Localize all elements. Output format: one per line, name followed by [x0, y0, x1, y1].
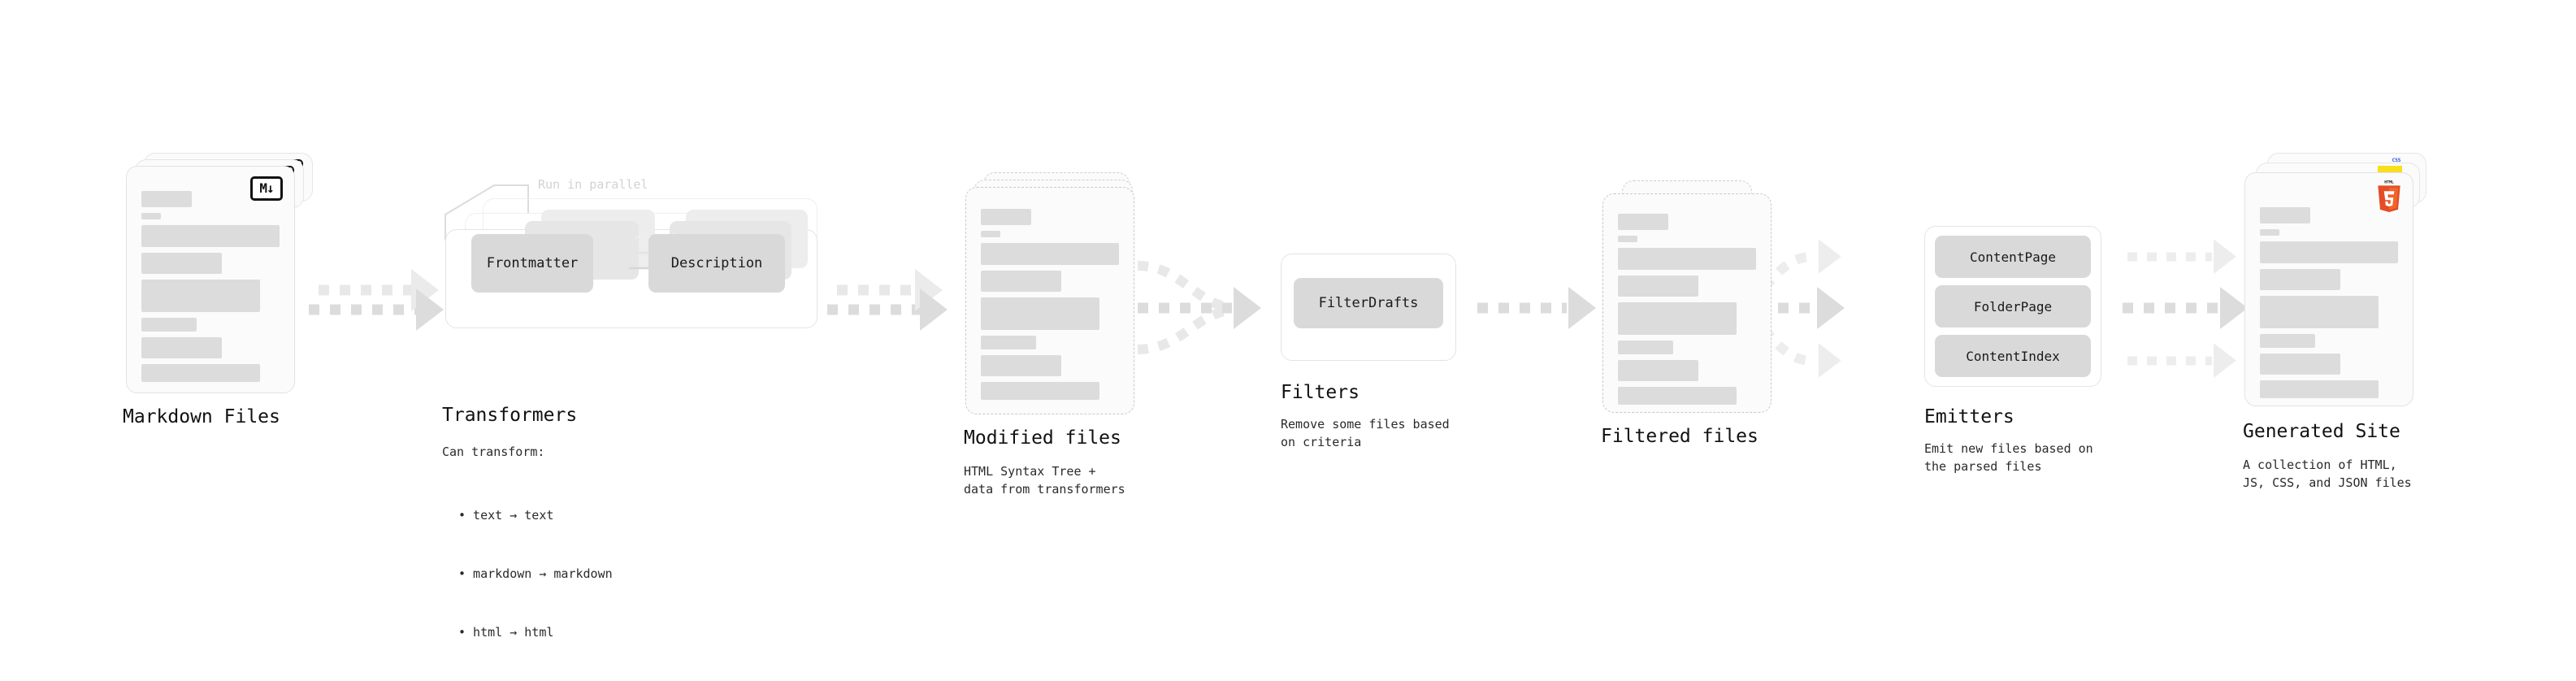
arrow-markdown-to-transformers — [309, 269, 444, 331]
stage-subtitle-emitters: Emit new files based on the parsed files — [1924, 441, 2093, 474]
skeleton-bar — [141, 213, 161, 219]
site-skeleton — [2260, 207, 2398, 404]
stage-title-markdown-files: Markdown Files — [123, 406, 280, 427]
transform-bullet-item: • text → text — [458, 508, 554, 523]
skeleton-bar — [1618, 387, 1737, 405]
skeleton-bar — [981, 243, 1119, 265]
modified-skeleton — [981, 209, 1119, 406]
arrow-emitters-to-site — [2123, 239, 2248, 378]
stage-title-modified-files: Modified files — [964, 427, 1121, 449]
skeleton-bar — [1618, 248, 1756, 270]
stage-title-generated-site: Generated Site — [2243, 421, 2400, 442]
stage-title-filters: Filters — [1281, 382, 1360, 403]
svg-text:HTML: HTML — [2384, 180, 2394, 185]
skeleton-bar — [981, 382, 1100, 400]
skeleton-bar — [2260, 269, 2340, 290]
run-in-parallel-annotation: Run in parallel — [538, 177, 648, 192]
skeleton-bar — [1618, 340, 1673, 354]
skeleton-bar — [141, 337, 222, 358]
skeleton-bar — [981, 297, 1100, 330]
skeleton-bar — [2260, 296, 2379, 328]
stage-title-transformers: Transformers — [442, 405, 578, 426]
skeleton-bar — [981, 231, 1000, 237]
css-badge-label: CSS — [2392, 158, 2401, 163]
markdown-badge-icon: M↓ — [250, 176, 283, 201]
stage-subtitle-modified-files: HTML Syntax Tree + data from transformer… — [964, 464, 1125, 497]
stage-filtered-files: Filtered files — [1601, 180, 1772, 447]
arrow-filters-to-filtered — [1477, 287, 1596, 329]
skeleton-bar — [2260, 380, 2379, 398]
skeleton-bar — [2260, 207, 2310, 223]
skeleton-bar — [141, 191, 192, 207]
skeleton-bar — [1618, 214, 1668, 230]
skeleton-bar — [141, 253, 222, 274]
stage-markdown-files: M↓ M↓ M↓ Markdown Files — [123, 153, 313, 427]
skeleton-bar — [141, 225, 280, 247]
stage-generated-site: CSS HTML Generated Site — [2243, 153, 2426, 490]
stage-title-filtered-files: Filtered files — [1601, 426, 1759, 447]
skeleton-bar — [981, 209, 1031, 225]
skeleton-bar — [1618, 236, 1637, 242]
skeleton-bar — [981, 355, 1061, 376]
pill-frontmatter[interactable]: Frontmatter — [471, 234, 593, 293]
markdown-document-card: M↓ — [126, 166, 295, 393]
filtered-skeleton — [1618, 214, 1756, 410]
html5-badge-icon: HTML — [2378, 180, 2400, 212]
modified-document-card — [965, 187, 1134, 414]
run-in-parallel-leader — [445, 184, 529, 241]
transform-bullet-item: • html → html — [458, 625, 554, 640]
pill-contentindex[interactable]: ContentIndex — [1935, 335, 2091, 377]
skeleton-bar — [981, 336, 1036, 349]
skeleton-bar — [141, 364, 261, 382]
skeleton-bar — [1618, 275, 1698, 297]
stage-modified-files: Modified files HTML Syntax Tree + data f… — [964, 172, 1134, 497]
skeleton-bar — [2260, 241, 2398, 263]
stage-subtitle-filters: Remove some files based on criteria — [1281, 417, 1450, 449]
pill-description[interactable]: Description — [648, 234, 785, 293]
transform-bullet-item: • markdown → markdown — [458, 566, 613, 581]
stage-subtitle-generated-site: A collection of HTML, JS, CSS, and JSON … — [2243, 458, 2412, 490]
skeleton-bar — [981, 271, 1061, 292]
pill-filterdrafts[interactable]: FilterDrafts — [1294, 278, 1443, 328]
pill-folderpage[interactable]: FolderPage — [1935, 285, 2091, 327]
markdown-skeleton — [141, 191, 280, 388]
transform-bullet-list: • text → text • markdown → markdown • ht… — [458, 466, 613, 681]
skeleton-bar — [2260, 354, 2340, 375]
pill-contentpage[interactable]: ContentPage — [1935, 236, 2091, 278]
skeleton-bar — [141, 280, 261, 312]
arrow-modified-to-filters — [1137, 261, 1261, 354]
arrow-transformers-to-modified — [827, 269, 948, 331]
filtered-document-card — [1602, 193, 1772, 413]
skeleton-bar — [141, 318, 197, 332]
site-document-card: HTML — [2244, 172, 2413, 406]
skeleton-bar — [2260, 334, 2315, 348]
skeleton-bar — [1618, 360, 1698, 381]
skeleton-bar — [1618, 302, 1737, 335]
stage-subtitle-transformers: Can transform: — [442, 445, 545, 459]
skeleton-bar — [2260, 229, 2279, 236]
stage-title-emitters: Emitters — [1924, 406, 2014, 427]
